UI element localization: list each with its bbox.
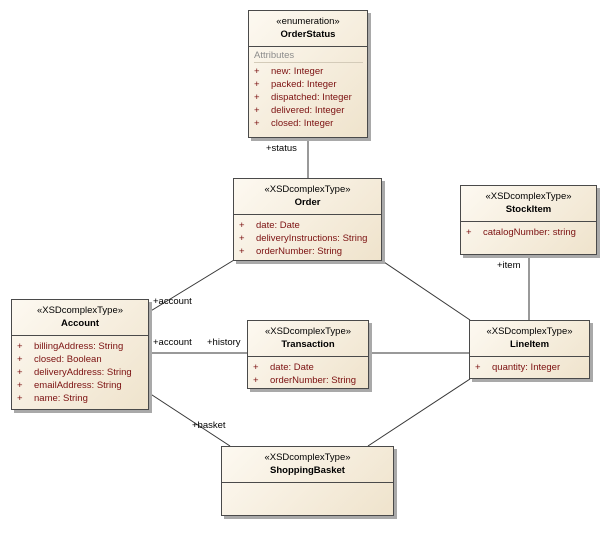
association-lineitem-basket	[367, 378, 471, 447]
stereotype-label: «XSDcomplexType»	[264, 326, 352, 337]
class-order[interactable]: «XSDcomplexType» Order + date: Date + deli…	[233, 178, 382, 261]
class-account[interactable]: «XSDcomplexType» Account + billingAddress…	[11, 299, 149, 410]
visibility-public: +	[17, 354, 23, 365]
class-name: LineItem	[509, 339, 550, 350]
attribute-text: catalogNumber: string	[483, 227, 576, 238]
attribute[interactable]: + deliveryAddress: String	[12, 366, 148, 379]
role-label-item: +item	[497, 260, 521, 271]
attribute[interactable]: + new: Integer	[249, 65, 367, 78]
class-name: Transaction	[281, 339, 335, 350]
association-order-account	[148, 259, 235, 313]
attribute-text: closed: Boolean	[34, 354, 102, 365]
attribute-list: + quantity: Integer	[470, 357, 589, 374]
association-order-lineitem	[380, 259, 471, 321]
attribute-text: name: String	[34, 393, 88, 404]
class-name: Order	[294, 197, 321, 208]
attribute-list: Attributes + new: Integer + packed: Intege…	[249, 47, 367, 130]
visibility-public: +	[254, 105, 260, 116]
stereotype-label: «XSDcomplexType»	[485, 191, 572, 202]
attribute-text: date: Date	[256, 220, 300, 231]
attribute[interactable]: + catalogNumber: string	[461, 226, 596, 239]
visibility-public: +	[17, 341, 23, 352]
attribute-text: billingAddress: String	[34, 341, 124, 352]
class-transaction[interactable]: «XSDcomplexType» Transaction + date: Date…	[247, 320, 369, 389]
stereotype-label: «XSDcomplexType»	[264, 452, 351, 463]
attribute[interactable]: + deliveryInstructions: String	[234, 232, 381, 245]
attribute[interactable]: + name: String	[12, 392, 148, 405]
attribute-text: dispatched: Integer	[271, 92, 352, 103]
attribute-list: + catalogNumber: string	[461, 222, 596, 239]
visibility-public: +	[17, 367, 23, 378]
class-header: «XSDcomplexType» LineItem	[470, 321, 589, 357]
attribute-text: deliveryInstructions: String	[256, 233, 368, 244]
visibility-public: +	[253, 375, 259, 386]
class-header: «XSDcomplexType» Account	[12, 300, 148, 336]
attribute-text: new: Integer	[271, 66, 324, 77]
role-label-account-transaction: +account	[153, 337, 192, 348]
attribute[interactable]: + quantity: Integer	[470, 361, 589, 374]
attribute-text: emailAddress: String	[34, 380, 122, 391]
attribute-list: + date: Date + orderNumber: String	[248, 357, 368, 387]
association-account-basket	[148, 392, 231, 447]
visibility-public: +	[254, 118, 260, 129]
visibility-public: +	[239, 220, 245, 231]
class-header: «XSDcomplexType» Transaction	[248, 321, 368, 357]
visibility-public: +	[254, 66, 260, 77]
visibility-public: +	[17, 380, 23, 391]
class-name: StockItem	[505, 204, 552, 215]
stereotype-label: «XSDcomplexType»	[36, 305, 124, 316]
class-name: OrderStatus	[280, 29, 336, 40]
role-label-history: +history	[207, 337, 241, 348]
class-name: Account	[61, 318, 99, 329]
class-header: «enumeration» OrderStatus	[249, 11, 367, 47]
attribute-list: + billingAddress: String + closed: Boolean…	[12, 336, 148, 405]
stereotype-label: «XSDcomplexType»	[486, 326, 573, 337]
visibility-public: +	[17, 393, 23, 404]
class-header: «XSDcomplexType» Order	[234, 179, 381, 215]
class-header: «XSDcomplexType» ShoppingBasket	[222, 447, 393, 483]
role-label-account-order: +account	[153, 296, 192, 307]
class-name: ShoppingBasket	[270, 465, 345, 476]
attribute-text: packed: Integer	[271, 79, 337, 90]
visibility-public: +	[239, 233, 245, 244]
attribute[interactable]: + packed: Integer	[249, 78, 367, 91]
class-shoppingbasket[interactable]: «XSDcomplexType» ShoppingBasket	[221, 446, 394, 516]
attribute[interactable]: + billingAddress: String	[12, 340, 148, 353]
role-label-basket: +basket	[192, 420, 226, 431]
visibility-public: +	[254, 79, 260, 90]
attribute-list: + date: Date + deliveryInstructions: Strin…	[234, 215, 381, 258]
attribute[interactable]: + date: Date	[248, 361, 368, 374]
visibility-public: +	[239, 246, 245, 257]
attribute-list	[222, 483, 393, 487]
attribute-text: closed: Integer	[271, 118, 334, 129]
class-header: «XSDcomplexType» StockItem	[461, 186, 596, 222]
visibility-public: +	[254, 92, 260, 103]
attribute-text: orderNumber: String	[256, 246, 343, 257]
attribute-text: delivered: Integer	[271, 105, 345, 116]
visibility-public: +	[475, 362, 481, 373]
stereotype-label: «XSDcomplexType»	[264, 184, 351, 195]
stereotype-label: «enumeration»	[276, 16, 340, 27]
attribute[interactable]: + date: Date	[234, 219, 381, 232]
attribute-text: date: Date	[270, 362, 314, 373]
attribute-text: orderNumber: String	[270, 375, 357, 386]
section-label: Attributes	[254, 50, 363, 63]
attribute[interactable]: + emailAddress: String	[12, 379, 148, 392]
attribute[interactable]: + dispatched: Integer	[249, 91, 367, 104]
attribute-text: quantity: Integer	[492, 362, 561, 373]
attribute[interactable]: + closed: Integer	[249, 117, 367, 130]
attribute[interactable]: + closed: Boolean	[12, 353, 148, 366]
visibility-public: +	[253, 362, 259, 373]
class-lineitem[interactable]: «XSDcomplexType» LineItem + quantity: Int…	[469, 320, 590, 379]
attribute[interactable]: + delivered: Integer	[249, 104, 367, 117]
attribute[interactable]: + orderNumber: String	[248, 374, 368, 387]
attribute[interactable]: + orderNumber: String	[234, 245, 381, 258]
visibility-public: +	[466, 227, 472, 238]
role-label-status: +status	[266, 143, 297, 154]
class-stockitem[interactable]: «XSDcomplexType» StockItem + catalogNumbe…	[460, 185, 597, 255]
attribute-text: deliveryAddress: String	[34, 367, 132, 378]
class-orderstatus[interactable]: «enumeration» OrderStatus Attributes + ne…	[248, 10, 368, 138]
